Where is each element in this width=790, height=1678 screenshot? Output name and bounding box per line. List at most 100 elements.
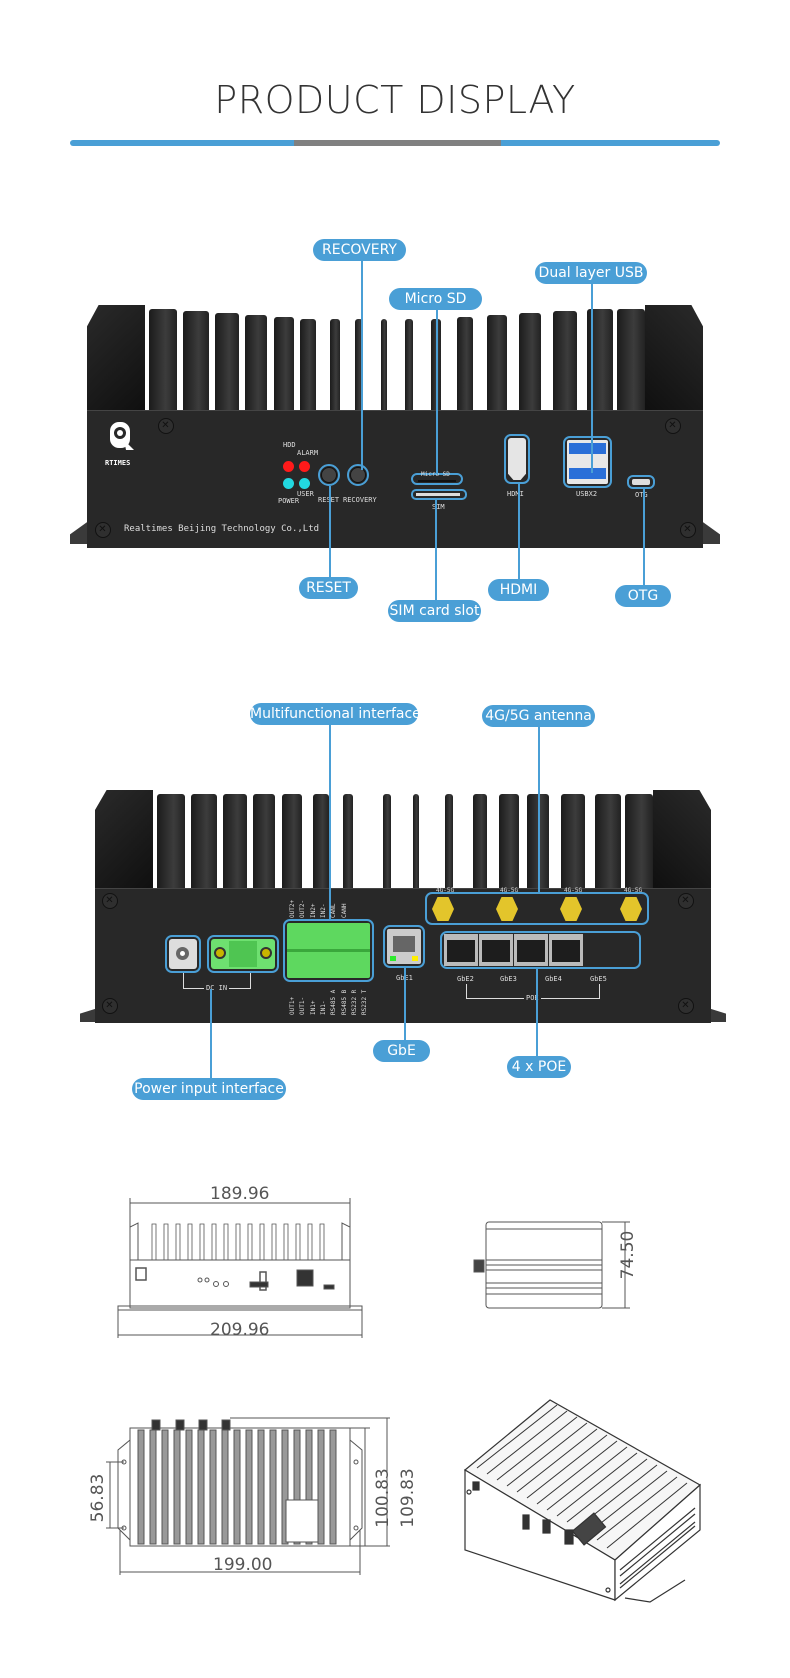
antenna-label: 4G-5G <box>500 887 519 894</box>
page-title: PRODUCT DISPLAY <box>214 78 576 122</box>
user-led-icon <box>299 478 310 489</box>
dc-terminal-icon <box>211 939 275 969</box>
otg-port[interactable] <box>627 475 655 489</box>
screw-icon <box>665 418 681 434</box>
terminal-pin-label: OUT1- <box>299 996 307 1015</box>
reset-leader-line <box>329 486 331 578</box>
terminal-pin-label: IN1+ <box>309 1000 317 1015</box>
gbe1-port[interactable] <box>383 925 425 968</box>
alarm-label: ALARM <box>297 449 319 457</box>
dc-bracket <box>183 973 184 989</box>
antenna-connector-icon <box>560 897 582 921</box>
usb-connector-icon <box>567 440 608 484</box>
antenna-ports[interactable] <box>425 892 649 925</box>
dim-bottom-width: 199.00 <box>213 1555 273 1575</box>
usb-ports[interactable] <box>563 436 612 488</box>
dim-mount-spacing: 56.83 <box>88 1473 108 1523</box>
callout-recovery: RECOVERY <box>313 239 406 261</box>
micro-sd-slot[interactable] <box>411 473 463 485</box>
usb-panel-label: USBX2 <box>576 490 598 498</box>
terminal-pin-label: IN2+ <box>309 903 317 918</box>
screw-icon <box>680 522 696 538</box>
micro-sd-leader-line <box>436 309 438 474</box>
ethernet-icon <box>444 934 478 966</box>
recovery-highlight <box>347 464 369 486</box>
terminal-pin-label: OUT1+ <box>289 996 296 1015</box>
dim-depth-inner: 100.83 <box>373 1468 393 1528</box>
sim-opening <box>416 493 460 496</box>
screw-icon <box>95 522 111 538</box>
multifunction-terminal[interactable] <box>283 919 374 982</box>
reset-button[interactable] <box>321 467 337 483</box>
callout-dual-usb: Dual layer USB <box>535 262 647 284</box>
otg-connector-icon <box>632 479 650 485</box>
terminal-pin-label: IN1- <box>319 1000 327 1015</box>
dc-bracket <box>250 973 251 989</box>
terminal-pin-label: IN2- <box>319 903 327 918</box>
side-outline-drawing <box>473 1221 630 1309</box>
callout-poe: 4 x POE <box>507 1056 571 1078</box>
antenna-connector-icon <box>432 897 454 921</box>
terminal-pin-label: RS485 B <box>340 989 348 1015</box>
rear-heatsink <box>95 790 711 890</box>
recovery-button[interactable] <box>350 467 366 483</box>
dc-jack[interactable] <box>165 935 201 973</box>
terminal-block-icon <box>287 923 370 978</box>
terminal-pin-label: RS232 T <box>361 989 369 1015</box>
dim-front-width-top: 189.96 <box>210 1184 270 1204</box>
antenna-leader-line <box>538 726 540 892</box>
terminal-pin-label: OUT2- <box>299 899 307 918</box>
front-heatsink <box>87 305 703 412</box>
poe-bracket <box>466 984 467 998</box>
hdmi-panel-label: HDMI <box>507 490 524 498</box>
otg-leader-line <box>643 489 645 585</box>
callout-otg: OTG <box>615 585 671 607</box>
multifunction-leader-line <box>329 725 331 920</box>
antenna-label: 4G-5G <box>624 887 643 894</box>
gbe5-label: GbE5 <box>590 975 607 983</box>
antenna-label: 4G-5G <box>436 887 455 894</box>
micro-sd-panel-label: Micro SD <box>421 471 450 478</box>
reset-highlight <box>318 464 340 486</box>
callout-reset: RESET <box>299 577 358 599</box>
title-underline-left <box>70 140 294 146</box>
screw-icon <box>158 418 174 434</box>
screw-icon <box>678 998 694 1014</box>
recovery-leader-line <box>361 260 363 470</box>
terminal-pin-label: RS485 A <box>330 989 338 1015</box>
antenna-connector-icon <box>620 897 642 921</box>
rtimes-logo-icon <box>104 420 140 452</box>
dim-front-width-bottom: 209.96 <box>210 1320 270 1340</box>
alarm-led-icon <box>299 461 310 472</box>
screw-icon <box>102 893 118 909</box>
ethernet-icon <box>549 934 583 966</box>
callout-gbe: GbE <box>373 1040 430 1062</box>
dim-height: 74.50 <box>618 1230 638 1280</box>
dc-jack-icon <box>169 939 197 969</box>
callout-antenna: 4G/5G antenna <box>482 705 595 727</box>
sim-slot[interactable] <box>411 489 467 500</box>
screw-icon <box>678 893 694 909</box>
dc-terminal[interactable] <box>207 935 279 973</box>
callout-sim-slot: SIM card slot <box>388 600 481 622</box>
hdd-label: HDD <box>283 441 296 449</box>
ethernet-icon <box>387 929 421 964</box>
mounting-flange-right <box>700 520 720 544</box>
poe-label: POE <box>524 994 541 1002</box>
company-name: Realtimes Beijing Technology Co.,Ltd <box>124 524 320 534</box>
poe-ports[interactable] <box>440 931 641 969</box>
gbe2-label: GbE2 <box>457 975 474 983</box>
brand-label: RTIMES <box>105 459 131 467</box>
sim-leader-line <box>435 500 437 600</box>
user-label: USER <box>297 490 314 498</box>
recovery-panel-label: RECOVERY <box>343 496 377 504</box>
callout-multifunctional: Multifunctional interface <box>250 703 421 725</box>
hdmi-port[interactable] <box>504 434 530 484</box>
ethernet-icon <box>514 934 548 966</box>
isometric-outline-drawing <box>463 1399 702 1603</box>
usb-leader-line <box>591 283 593 473</box>
callout-power-input: Power input interface <box>132 1078 286 1100</box>
terminal-pin-label: OUT2+ <box>289 899 296 918</box>
front-outline-drawing <box>117 1198 363 1338</box>
poe-bracket <box>599 984 600 998</box>
